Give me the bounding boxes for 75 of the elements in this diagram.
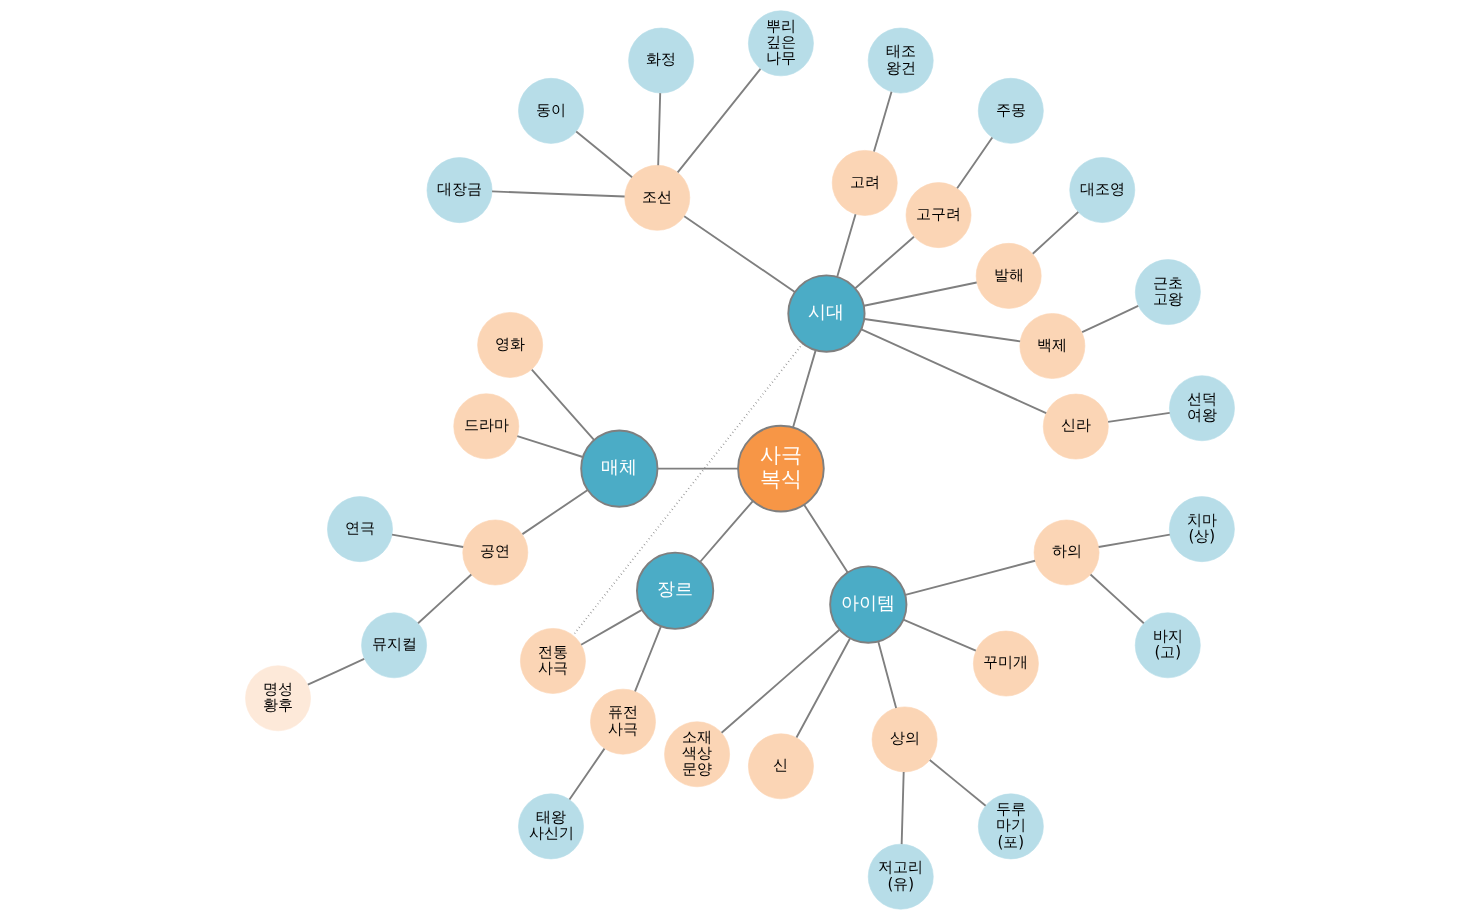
node-circle: 뮤지컬 [360,612,427,679]
node-circle: 태왕 사신기 [517,793,584,860]
connector [862,318,1021,343]
connector [1080,305,1139,334]
node-circle: 치마 (상) [1168,496,1235,562]
connector [853,235,915,290]
connector [574,130,633,179]
node-circle: 두루 마기 (포) [977,793,1044,860]
node-circle: 저고리 (유) [867,843,934,910]
node-circle: 백제 [1019,313,1085,379]
connector [530,368,595,441]
connector [872,90,892,153]
connector [490,190,626,198]
node-circle: 장르 [635,551,714,630]
connector [390,533,464,548]
connector [656,92,661,167]
connector [306,658,365,686]
node-circle: 신라 [1042,393,1109,460]
node-circle: 아이템 [828,565,907,644]
node-circle: 태조 왕건 [867,27,934,94]
connector [416,573,472,625]
connector [515,435,584,458]
node-circle: 영화 [476,312,543,378]
node-circle: 매체 [579,429,658,508]
node-circle: 전통 사극 [519,628,586,694]
node-circle: 조선 [623,164,690,231]
connector [1089,573,1145,625]
connector [802,503,848,574]
node-circle: 퓨전 사극 [589,688,656,755]
connector [676,67,761,174]
connector [795,637,851,739]
node-circle: 공연 [461,519,528,586]
node-circle: 근초 고왕 [1134,259,1201,325]
node-circle: 하의 [1033,519,1099,586]
node-circle: 고구려 [905,182,971,248]
node-circle: 고려 [831,150,898,216]
connector [955,136,993,190]
node-circle: 발해 [975,243,1041,309]
node-circle: 명성 황후 [244,665,311,732]
connector [903,559,1036,596]
connector [862,281,978,307]
node-circle: 동이 [517,78,584,144]
connector [720,628,840,734]
connector [1097,533,1171,548]
connector [656,467,739,470]
node-circle: 대장금 [426,157,492,223]
connector [521,489,589,536]
connector [682,215,796,293]
node-circle: 꾸미개 [972,630,1039,697]
node-circle: 대조영 [1068,157,1135,223]
node-circle: 상의 [871,706,937,773]
node-circle: 선덕 여왕 [1168,375,1235,442]
connector [901,618,977,652]
node-circle: 뿌리 깊은 나무 [747,10,814,77]
connector [568,747,605,801]
connector [791,349,817,429]
connector [876,640,897,709]
node-circle: 사극 복식 [736,424,825,513]
connector [859,328,1047,415]
node-circle: 주몽 [977,77,1044,144]
connector [1031,211,1079,255]
connector [835,213,856,278]
node-circle: 시대 [786,274,866,353]
node-circle: 소재 색상 문양 [663,721,730,788]
connector [928,759,987,807]
node-circle: 신 [747,733,814,800]
connector [579,608,643,646]
node-circle: 바지 (고) [1134,612,1201,679]
node-circle: 연극 [326,496,393,562]
node-circle: 드라마 [452,393,519,460]
node-circle: 화정 [627,27,694,94]
connector [900,771,905,846]
connector [1106,411,1171,423]
connector [698,500,754,563]
connector [633,625,662,693]
